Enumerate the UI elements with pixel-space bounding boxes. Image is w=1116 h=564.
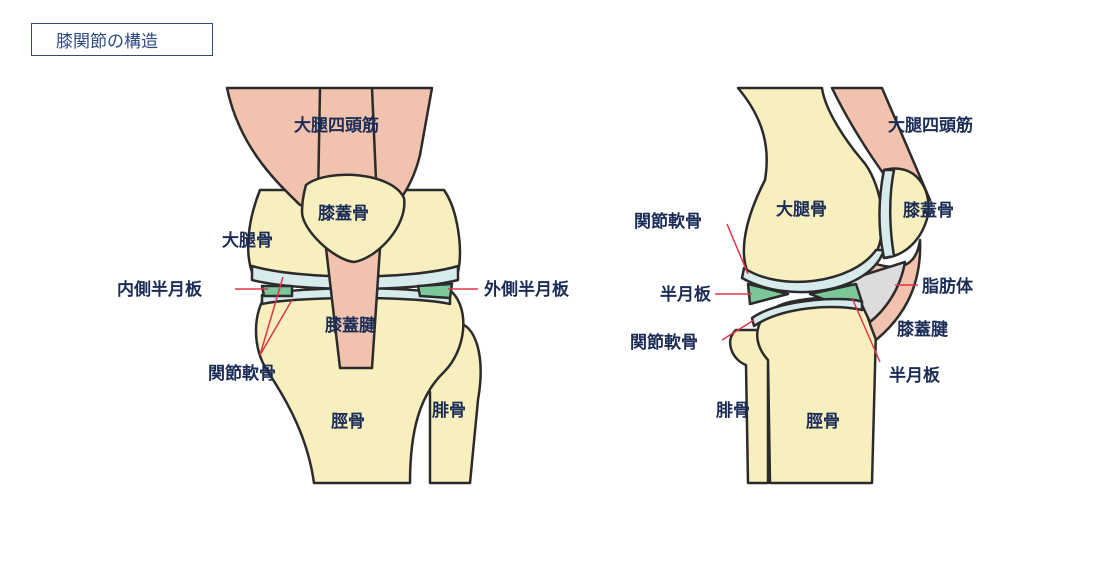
side-fibula-label: 腓骨 [716,401,750,421]
side-meniscus-left-label: 半月板 [660,285,711,305]
side-quadriceps-label: 大腿四頭筋 [888,116,973,136]
front-patella-label: 膝蓋骨 [318,204,369,224]
side-patella-label: 膝蓋骨 [903,201,954,221]
side-fat-pad-label: 脂肪体 [922,277,973,297]
side-tibia [757,298,876,483]
front-tibia-label: 脛骨 [331,412,365,432]
side-patellar-tendon-label: 膝蓋腱 [897,320,948,340]
front-lateral-meniscus-label: 外側半月板 [484,280,569,300]
front-medial-meniscus [262,286,292,296]
front-femur-label: 大腿骨 [222,231,273,251]
front-lateral-meniscus [418,284,452,298]
front-quadriceps-label: 大腿四頭筋 [294,116,379,136]
side-femur-label: 大腿骨 [776,200,827,220]
front-cartilage-label: 関節軟骨 [208,364,276,384]
front-patellar-tendon-label: 膝蓋腱 [325,316,376,336]
front-medial-meniscus-label: 内側半月板 [117,280,202,300]
front-fibula-label: 腓骨 [432,401,466,421]
side-meniscus-right-label: 半月板 [889,366,940,386]
side-tibia-label: 脛骨 [806,412,840,432]
side-cartilage-upper-label: 関節軟骨 [634,212,702,232]
side-cartilage-lower-label: 関節軟骨 [630,333,698,353]
